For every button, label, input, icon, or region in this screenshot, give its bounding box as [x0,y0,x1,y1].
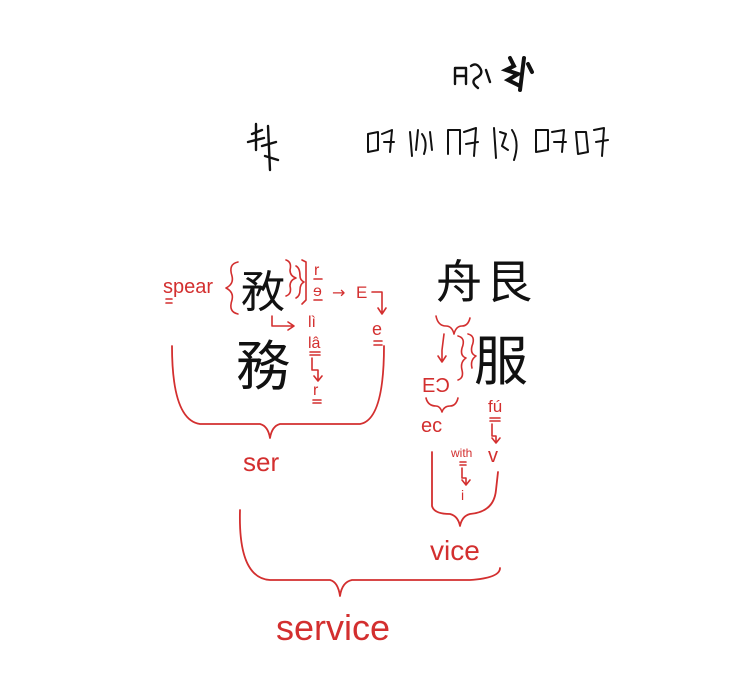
brace-EC-to-ec [425,397,459,413]
arrow-E-to-e [371,291,387,315]
label-ec: ec [421,415,442,437]
arrow-with-to-i [461,467,471,486]
wu-main-character: 務 [236,335,290,398]
spear-brace [225,261,239,315]
label-v: v [488,445,498,467]
arrow-la-to-r [311,357,323,382]
fu-seal-left-character: 舟 [436,255,482,309]
ser-brace [171,345,385,439]
fu-seal-right-character: 艮 [486,255,532,309]
brace-right-1 [285,259,297,297]
ancient-glyph-top-right-bold [500,56,534,92]
label-service: service [276,607,390,648]
label-r-lower: r [313,382,319,399]
arrow-seal-to-li [271,315,295,331]
label-with: with [450,446,472,460]
label-fu: fú [488,397,502,416]
label-vice: vice [430,535,480,566]
wu-seal-character: 敄 [241,267,285,318]
label-i: i [461,487,464,503]
brace-fu-left [435,315,471,335]
label-e-lower: e [372,319,382,339]
ancient-glyph-row [367,127,609,161]
arrow-seal-to-EC [437,333,447,363]
label-la: lâ [308,335,321,352]
ancient-glyph-top-right [453,63,492,90]
label-spear: spear [163,276,213,298]
fu-main-character: 服 [474,330,528,393]
label-e-reversed: ɘ [313,283,322,300]
label-E-upper: E [356,283,367,302]
bracket-right-3 [301,259,307,305]
label-r-top: r [314,262,320,279]
brace-fu-mid [457,335,467,381]
ancient-glyph-left [246,122,280,172]
brace-fu-right [467,333,477,369]
arrow-to-E: → [332,283,345,302]
service-brace [239,509,501,597]
label-li: lì [308,314,316,331]
vice-brace [431,451,499,527]
label-EC: EƆ [422,375,450,397]
label-ser: ser [243,447,279,477]
arrow-fu-to-v [491,423,501,444]
brace-right-2 [295,265,305,299]
